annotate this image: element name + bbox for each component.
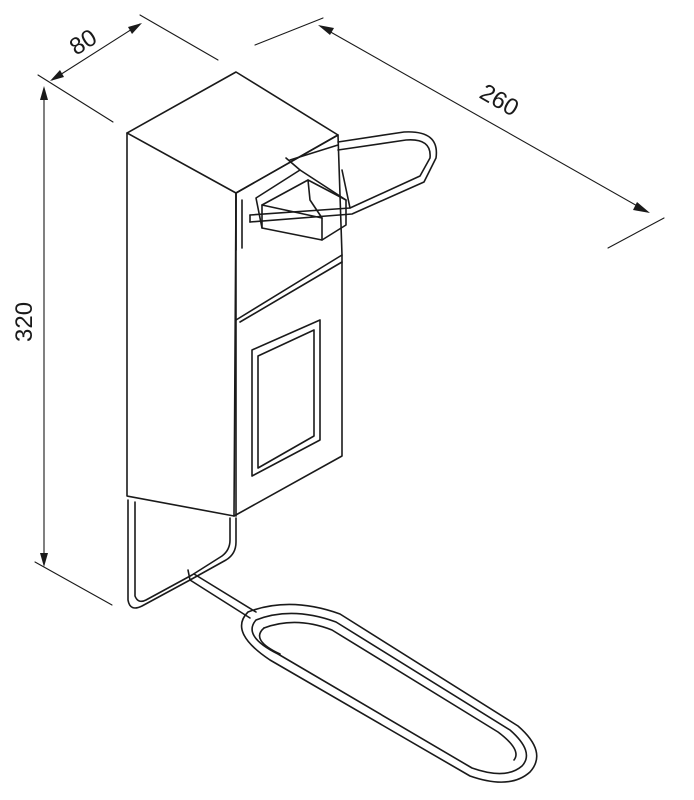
width-dimension-label: 260: [475, 79, 523, 122]
depth-dimension-label: 80: [65, 24, 102, 61]
level-window: [251, 319, 321, 477]
pump-head: [255, 144, 347, 241]
dispenser-body: [126, 71, 343, 517]
lever-arm: [249, 131, 438, 223]
height-dimension-label: 320: [11, 302, 38, 342]
wall-bracket: [127, 499, 257, 619]
depth-dimension-line: [51, 23, 141, 81]
width-dimension-line: [319, 25, 649, 213]
dimension-lines: [34, 14, 665, 606]
drip-tray: [240, 603, 538, 783]
